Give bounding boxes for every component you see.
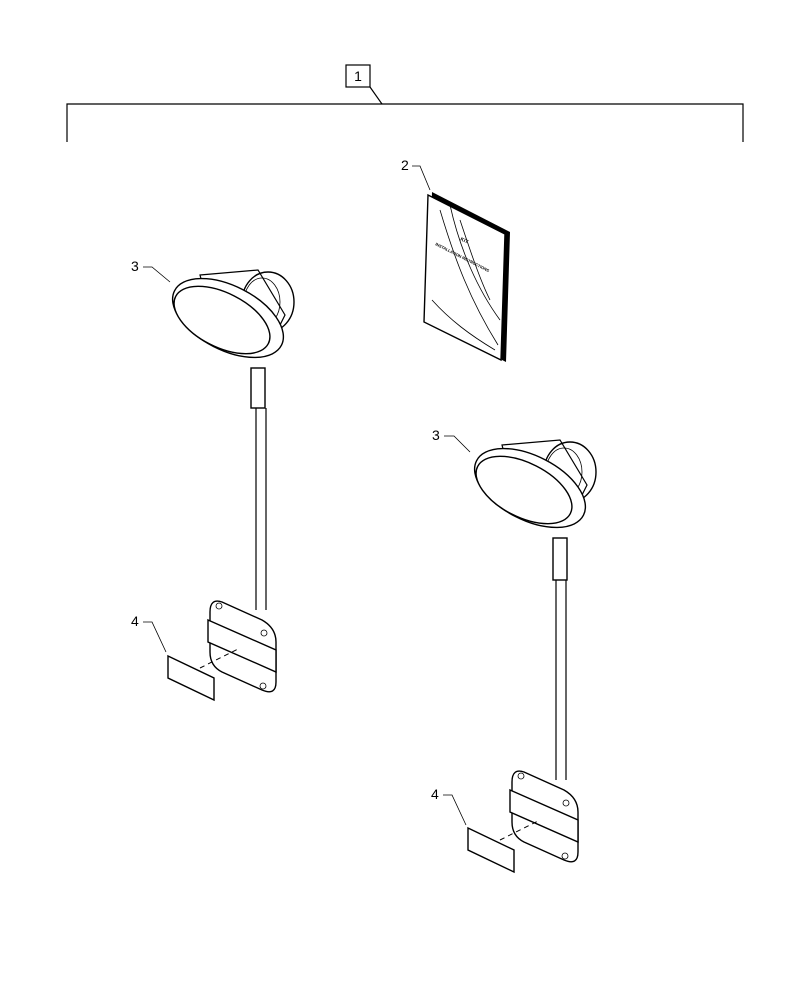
- booklet-callout-label: 2: [401, 157, 409, 173]
- adhesive-pad-right: 4: [431, 786, 541, 874]
- instruction-booklet: 2 KIT INSTALLATION INSTRUCTIONS: [401, 157, 510, 362]
- kit-callout-label: 1: [354, 68, 362, 84]
- lamp-left-callout-label: 3: [131, 258, 139, 274]
- work-lamp-right: 3: [432, 427, 597, 863]
- label-right-callout-label: 4: [431, 786, 439, 802]
- adhesive-pad-left: 4: [131, 613, 241, 702]
- booklet-title: KIT: [459, 236, 469, 245]
- work-lamp-left: 3: [131, 258, 295, 693]
- kit-bracket: 1: [66, 64, 744, 142]
- lamp-right-callout-label: 3: [432, 427, 440, 443]
- label-left-callout-label: 4: [131, 613, 139, 629]
